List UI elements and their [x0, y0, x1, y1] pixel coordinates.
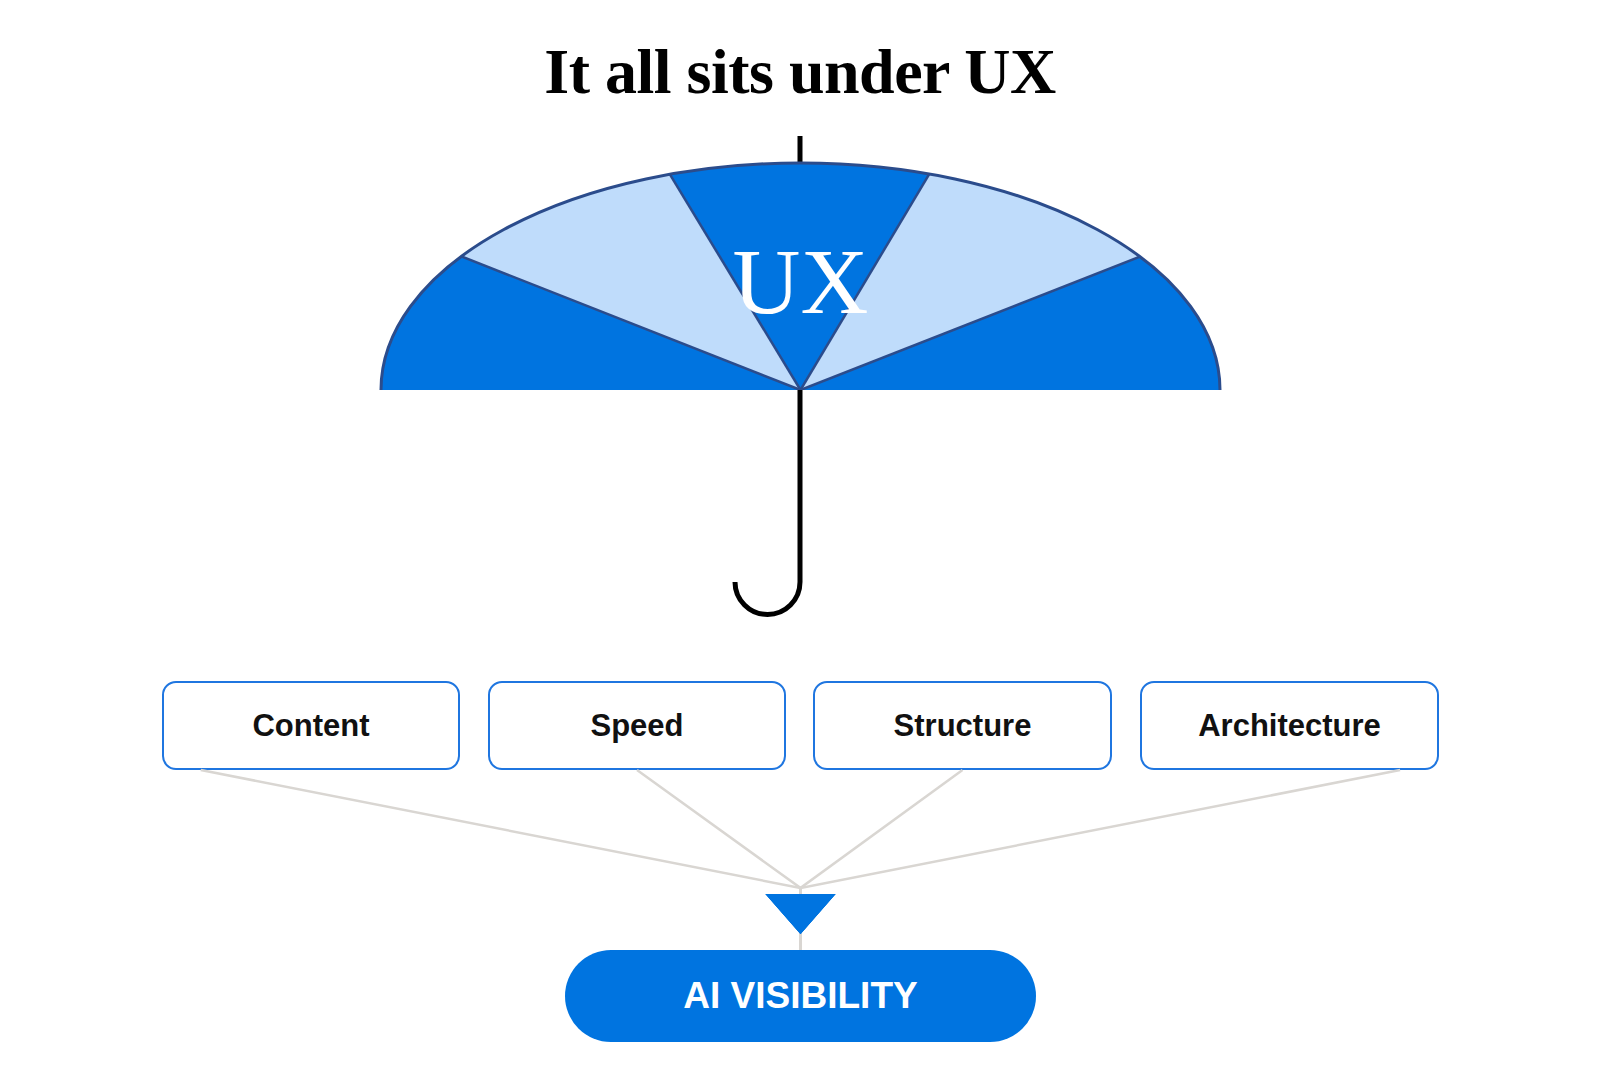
canopy-outline	[381, 163, 1220, 390]
arrow-head	[766, 894, 836, 934]
arrow-head	[766, 894, 836, 934]
canopy-fill	[381, 163, 1220, 390]
umbrella-canopy: UX	[381, 163, 1220, 390]
node-label: Speed	[590, 708, 683, 744]
canopy-panel	[131, 0, 801, 390]
funnel-line	[201, 770, 801, 950]
node-label: Architecture	[1198, 708, 1381, 744]
funnel-line	[801, 770, 963, 950]
arrow-head	[766, 894, 836, 934]
topic-box: Content	[162, 681, 460, 770]
node-label: Structure	[894, 708, 1032, 744]
node-label: Content	[252, 708, 369, 744]
funnel-line	[801, 770, 1401, 950]
canopy-rib	[131, 126, 801, 390]
canopy-panel	[801, 0, 1473, 390]
topic-box: Speed	[488, 681, 786, 770]
topic-box: Architecture	[1140, 681, 1439, 770]
topic-box: Structure	[813, 681, 1112, 770]
funnel-line	[637, 770, 801, 950]
result-pill: AI VISIBILITY	[565, 950, 1036, 1042]
node-label: AI VISIBILITY	[683, 975, 917, 1017]
canopy-rib	[801, 126, 1473, 390]
diagram-title: It all sits under UX	[0, 34, 1600, 110]
node-label: UX	[381, 231, 1220, 331]
arrow-head	[766, 894, 836, 934]
umbrella-handle	[735, 390, 800, 615]
